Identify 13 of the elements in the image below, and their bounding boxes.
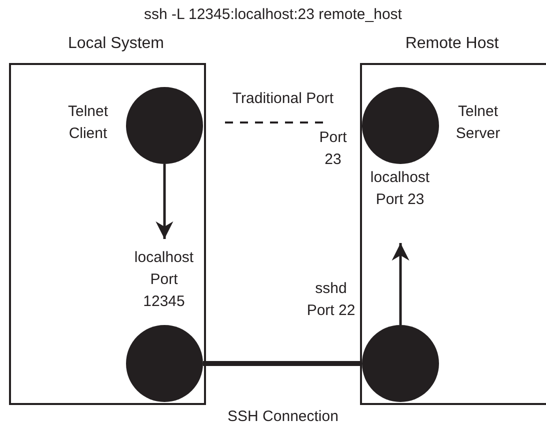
box-heading: Local System [66,35,166,53]
connection-line [203,361,362,366]
diagram-title: ssh -L 12345:localhost:23 remote_host [143,5,403,25]
box-heading: Remote Host [404,35,500,53]
arrow [156,164,174,239]
arrow [392,243,410,325]
node-caption: Telnet Server [454,102,502,144]
connection-label: SSH Connection [226,407,340,427]
port-label: localhost Port 12345 [129,247,199,315]
port-label: localhost Port 23 [365,167,435,235]
node-caption: sshd Port 22 [306,279,356,321]
node-caption: Telnet Client [66,102,110,144]
port-label: Port 23 [318,128,348,170]
